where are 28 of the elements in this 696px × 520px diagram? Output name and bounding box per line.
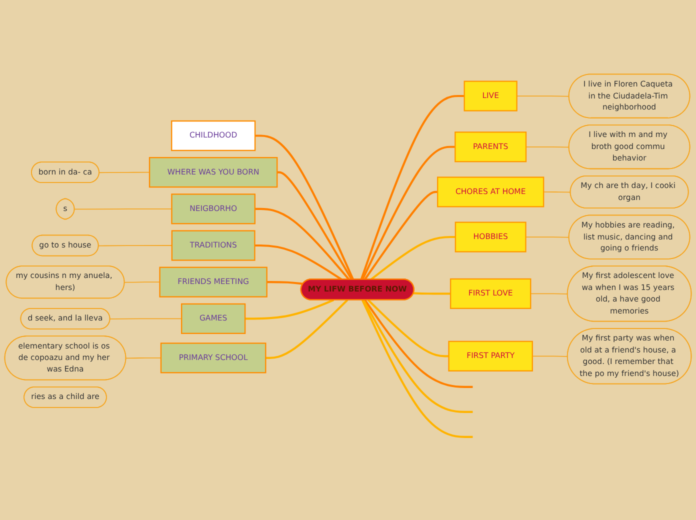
connector — [530, 293, 568, 294]
connector — [361, 300, 473, 438]
connector — [110, 318, 182, 320]
connector — [266, 281, 304, 285]
connector — [126, 358, 162, 359]
connector — [362, 300, 473, 413]
connector — [362, 146, 456, 280]
connector — [526, 146, 570, 148]
connector — [364, 299, 473, 388]
connector — [413, 292, 451, 295]
connector — [525, 236, 570, 238]
connector — [364, 190, 438, 280]
connector — [543, 192, 572, 193]
connector — [516, 96, 570, 97]
connector — [360, 94, 464, 280]
connector — [124, 282, 160, 283]
connector — [532, 356, 568, 357]
connector — [255, 134, 354, 280]
connector — [74, 208, 172, 210]
connector — [370, 236, 456, 280]
connector — [254, 208, 350, 280]
connector — [98, 172, 150, 174]
connector — [266, 299, 348, 359]
connector — [254, 244, 342, 280]
connector — [277, 171, 353, 280]
connector — [98, 245, 172, 246]
connector — [245, 299, 334, 320]
connector — [367, 299, 449, 358]
